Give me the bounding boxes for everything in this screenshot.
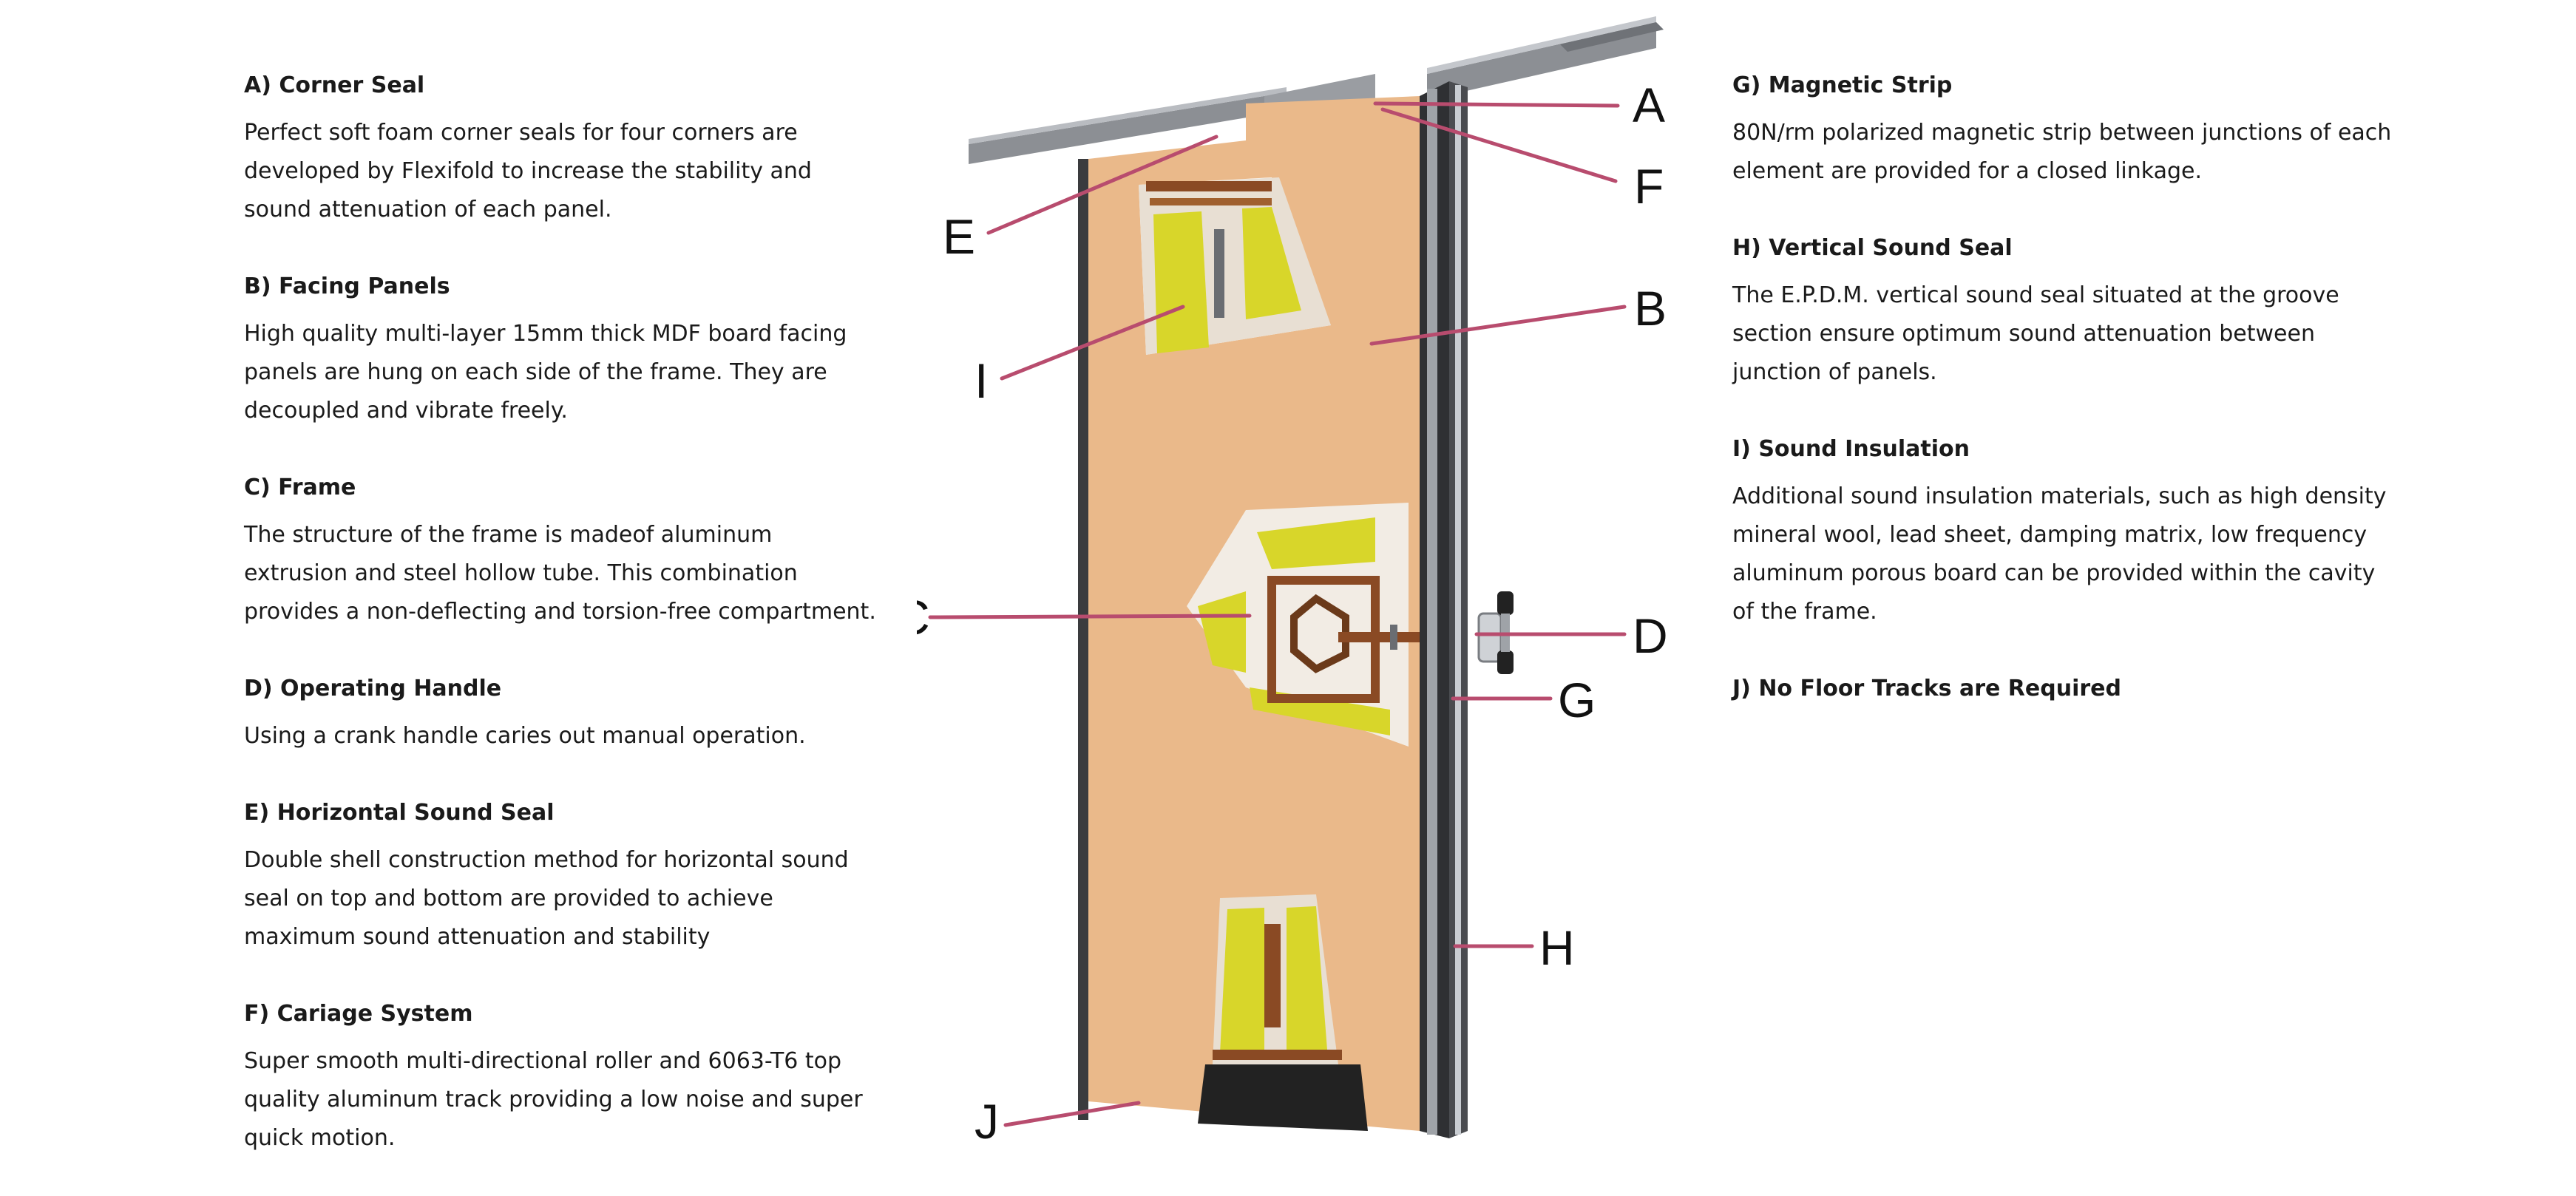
item-title: B) Facing Panels: [244, 273, 450, 299]
item-magnetic-strip: G) Magnetic Strip 80N/rm polarized magne…: [1732, 67, 2398, 191]
item-title: F) Cariage System: [244, 1001, 473, 1027]
callout-g: G: [1558, 673, 1596, 727]
callout-f: F: [1634, 159, 1664, 214]
item-title: I) Sound Insulation: [1732, 436, 1970, 462]
callout-d: D: [1633, 608, 1668, 663]
item-text: Using a crank handle caries out manual o…: [244, 723, 806, 749]
leader-line-f: [1380, 107, 1618, 183]
item-corner-seal: A) Corner Seal Perfect soft foam corner …: [244, 67, 880, 229]
callout-c: C: [917, 590, 930, 645]
panel-edge: [1420, 81, 1468, 1138]
item-title: G) Magnetic Strip: [1732, 72, 1953, 98]
item-text: The structure of the frame is madeof alu…: [244, 522, 876, 625]
item-facing-panels: B) Facing Panels High quality multi-laye…: [244, 268, 880, 430]
item-frame: C) Frame The structure of the frame is m…: [244, 469, 880, 631]
item-operating-handle: D) Operating Handle Using a crank handle…: [244, 670, 880, 755]
operating-handle: [1477, 591, 1514, 674]
leader-line-c: [928, 614, 1252, 619]
item-carriage-system: F) Cariage System Super smooth multi-dir…: [244, 995, 880, 1158]
item-title: A) Corner Seal: [244, 72, 425, 98]
leader-line-e: [986, 135, 1218, 235]
left-edge: [1078, 159, 1088, 1120]
item-text: Perfect soft foam corner seals for four …: [244, 120, 812, 222]
callout-e: E: [943, 209, 975, 264]
item-horizontal-sound-seal: E) Horizontal Sound Seal Double shell co…: [244, 794, 880, 957]
item-title: D) Operating Handle: [244, 676, 502, 701]
item-sound-insulation: I) Sound Insulation Additional sound ins…: [1732, 430, 2398, 631]
partition-panel-diagram: A F E I B C D G H J: [917, 16, 1668, 1149]
item-text: Double shell construction method for hor…: [244, 847, 849, 950]
middle-cavity: [1187, 503, 1420, 747]
item-text: 80N/rm polarized magnetic strip between …: [1732, 120, 2392, 184]
left-description-column: A) Corner Seal Perfect soft foam corner …: [244, 67, 880, 1196]
leader-line-i: [1000, 305, 1185, 381]
leader-line-b: [1369, 305, 1627, 346]
right-description-column: G) Magnetic Strip 80N/rm polarized magne…: [1732, 67, 2398, 747]
item-title: J) No Floor Tracks are Required: [1732, 676, 2121, 701]
bottom-cavity: [1198, 894, 1368, 1131]
callout-b: B: [1634, 281, 1667, 336]
item-no-floor-tracks: J) No Floor Tracks are Required: [1732, 670, 2398, 708]
item-text: Additional sound insulation materials, s…: [1732, 483, 2387, 625]
item-title: H) Vertical Sound Seal: [1732, 235, 2013, 261]
callout-h: H: [1539, 920, 1575, 975]
callout-i: I: [975, 353, 988, 408]
item-title: E) Horizontal Sound Seal: [244, 800, 555, 826]
item-title: C) Frame: [244, 475, 356, 500]
leader-line-a: [1373, 101, 1620, 108]
callout-j: J: [975, 1094, 999, 1149]
callout-a: A: [1633, 78, 1665, 132]
overhead-track: [969, 16, 1664, 164]
leader-line-j: [1003, 1101, 1141, 1127]
top-cavity: [1139, 177, 1331, 355]
item-vertical-sound-seal: H) Vertical Sound Seal The E.P.D.M. vert…: [1732, 229, 2398, 392]
item-text: Super smooth multi-directional roller an…: [244, 1048, 863, 1151]
item-text: The E.P.D.M. vertical sound seal situate…: [1732, 282, 2339, 385]
item-text: High quality multi-layer 15mm thick MDF …: [244, 321, 847, 424]
